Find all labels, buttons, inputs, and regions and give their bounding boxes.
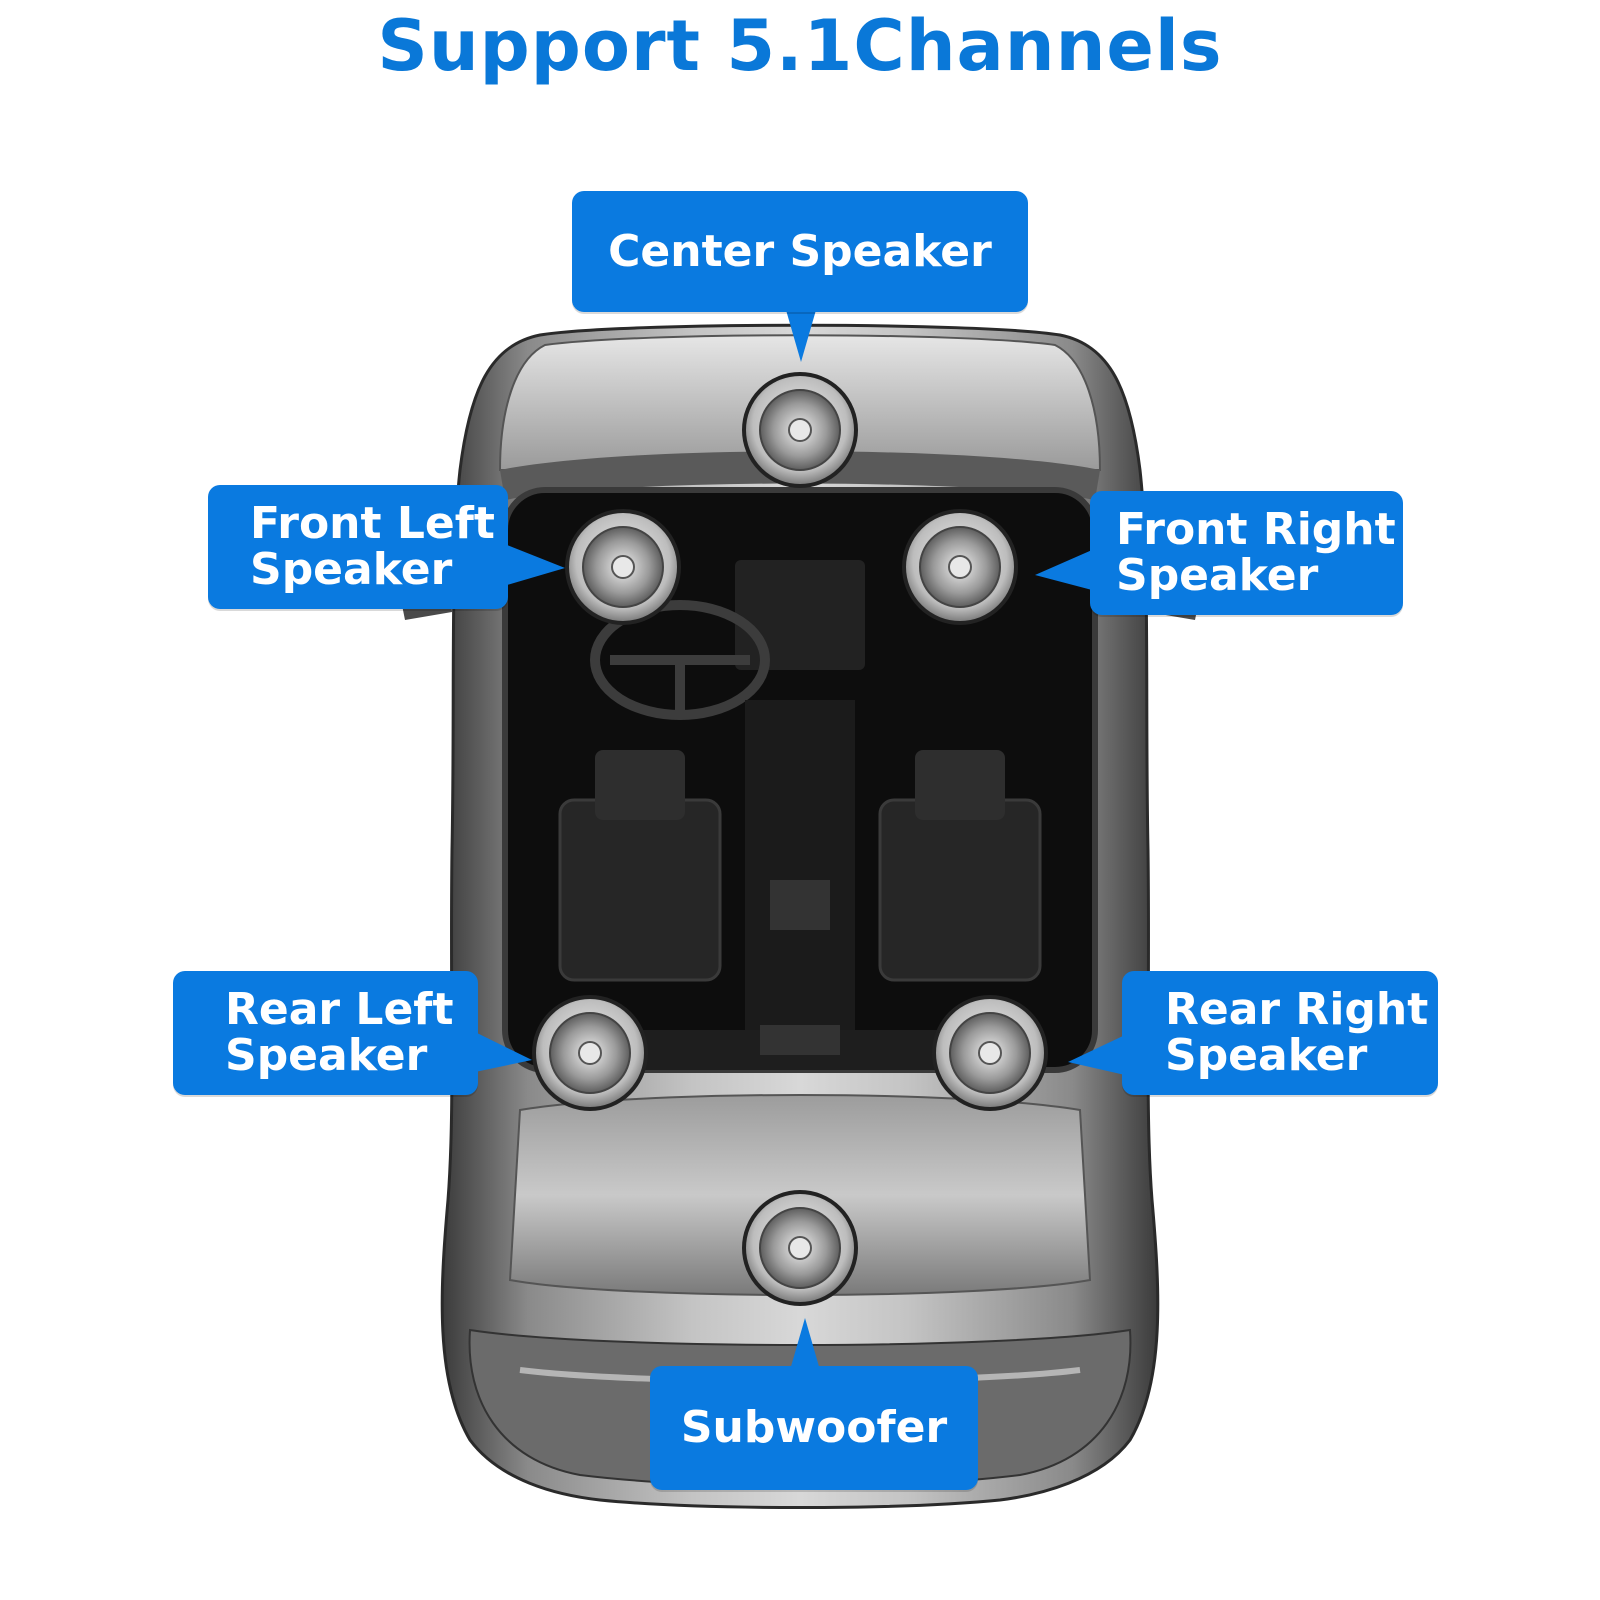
speaker-icon [565,509,681,625]
callout-front-right-speaker: Front Right Speaker [1090,491,1403,615]
car-cabin [502,487,1098,1073]
speaker-icon [532,995,648,1111]
speaker-icon [742,1190,858,1306]
callout-rear-left-speaker: Rear Left Speaker [173,971,478,1095]
label-front-left-speaker: Front Left Speaker [250,498,495,595]
callout-center-speaker: Center Speaker [572,191,1028,312]
speaker-icon [902,509,1018,625]
label-subwoofer: Subwoofer [680,1402,948,1453]
callout-rear-right-speaker: Rear Right Speaker [1122,971,1438,1095]
speaker-icon [742,372,858,488]
page-title: Support 5.1Channels [377,5,1223,87]
callout-pointers [475,310,1125,1370]
callout-front-left-speaker: Front Left Speaker [208,485,508,609]
label-center-speaker: Center Speaker [608,225,992,277]
label-rear-right-speaker: Rear Right Speaker [1165,984,1429,1081]
speaker-icon [932,995,1048,1111]
callout-subwoofer: Subwoofer [650,1366,978,1490]
label-front-right-speaker: Front Right Speaker [1116,504,1396,601]
label-rear-left-speaker: Rear Left Speaker [225,984,454,1081]
